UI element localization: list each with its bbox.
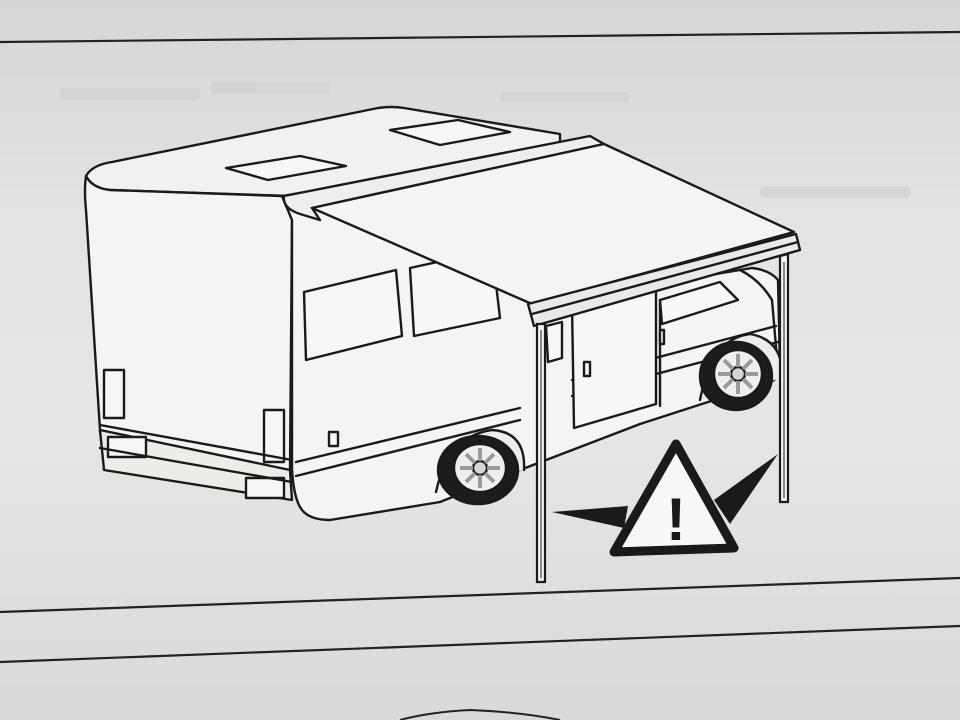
awning-support-legs <box>535 252 790 584</box>
side-hatch <box>327 430 340 448</box>
middle-rule <box>0 576 960 614</box>
roof-vent-front <box>388 118 512 147</box>
roof-vent-rear <box>224 154 348 182</box>
rear-lamp-right <box>262 408 286 464</box>
cab-window <box>658 280 740 326</box>
exclamation-triangle-icon <box>609 439 739 557</box>
lower-rule <box>0 624 960 664</box>
awning-fabric <box>310 142 796 306</box>
rear-wheel <box>436 434 520 506</box>
awning-front-bar <box>526 232 802 328</box>
rear-light-right <box>244 476 286 500</box>
warning-exclamation-mark: ! <box>666 486 686 553</box>
warning-symbol: ! <box>552 439 778 557</box>
warning-pointer-left <box>552 506 628 528</box>
front-wheel <box>698 340 774 412</box>
page-rules <box>0 30 960 720</box>
door-handle <box>582 360 592 378</box>
side-window-rear <box>302 268 404 362</box>
warning-pointer-right <box>714 454 778 524</box>
door-window <box>544 320 564 364</box>
bottom-curve <box>399 708 561 720</box>
motorhome-rear-face <box>83 174 294 472</box>
top-rule <box>0 30 960 44</box>
rear-lamp-left <box>102 368 126 420</box>
awning-drawing <box>282 134 802 328</box>
